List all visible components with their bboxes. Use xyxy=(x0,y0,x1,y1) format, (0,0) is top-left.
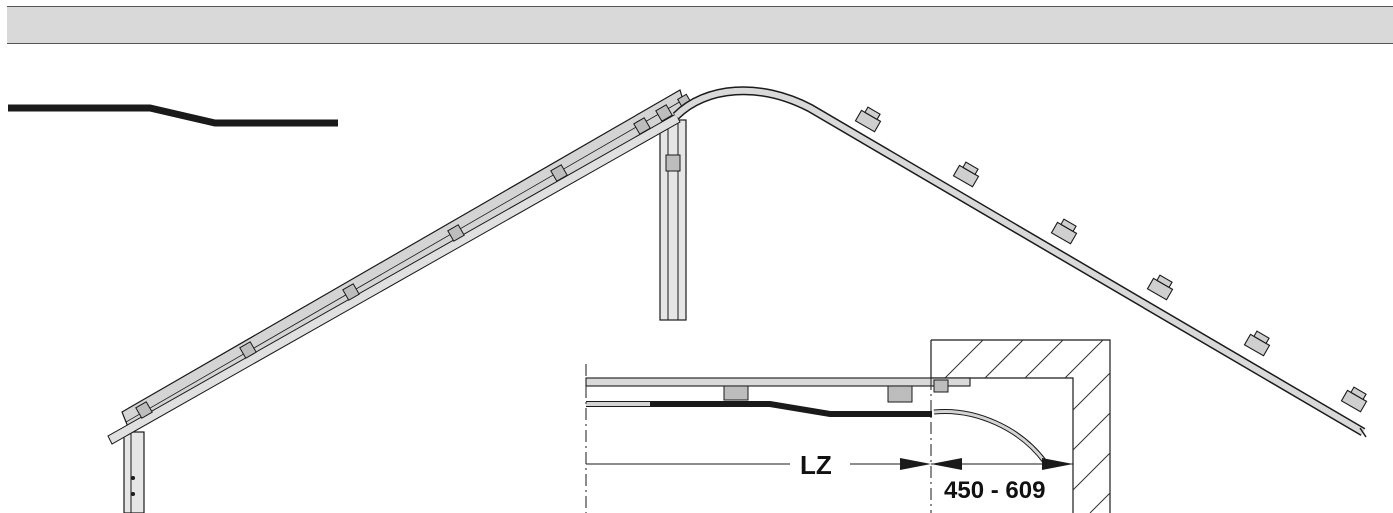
dimension-lz-line xyxy=(586,458,931,470)
left-carriers xyxy=(135,93,694,419)
center-vertical-post xyxy=(659,119,687,321)
left-vertical-post xyxy=(123,431,145,513)
wall-section xyxy=(930,339,1111,513)
profile-legend-icon xyxy=(8,104,338,127)
dimension-lz-label: LZ xyxy=(800,450,832,480)
detail-inset: LZ 450 - 609 xyxy=(584,339,1114,513)
right-carriers xyxy=(854,106,1368,413)
header-bar xyxy=(7,6,1393,44)
left-sloped-rail xyxy=(107,89,687,445)
curved-track xyxy=(672,86,1367,438)
dimension-range-label: 450 - 609 xyxy=(944,477,1045,504)
dimension-range-line xyxy=(931,458,1073,470)
